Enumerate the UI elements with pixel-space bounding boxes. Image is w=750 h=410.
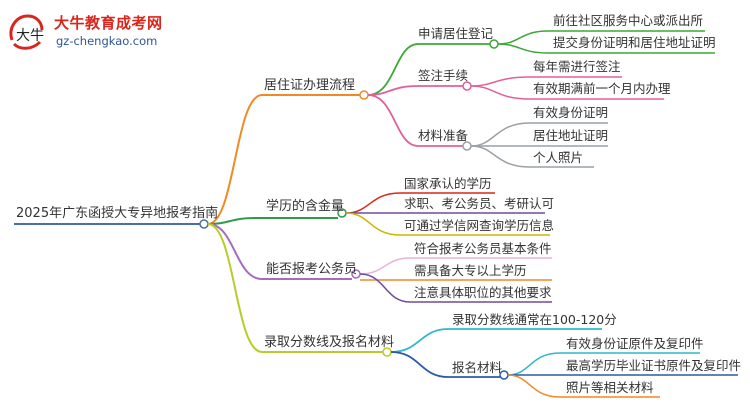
logo-url: gz-chengkao.com [56, 34, 158, 48]
branch-residence-permit: 居住证办理流程 [264, 78, 356, 93]
branch-degree-value: 学历的含金量 [266, 199, 345, 214]
leaf-other-requirements: 注意具体职位的其他要求 [414, 285, 552, 300]
logo-mark-text: 大牛 [16, 28, 44, 44]
leaf-college-degree: 需具备大专以上学历 [414, 263, 527, 278]
leaf-submit-proof: 提交身份证明和居住地址证明 [553, 35, 716, 50]
leaf-basic-conditions: 符合报考公务员基本条件 [414, 241, 552, 256]
node-endorsement: 签注手续 [418, 68, 469, 83]
mindmap-root: 2025年广东函授大专异地报考指南 [16, 206, 219, 221]
leaf-address-proof: 居住地址证明 [533, 128, 609, 143]
node-materials: 材料准备 [418, 128, 469, 143]
site-logo: 大牛 大牛教育成考网 gz-chengkao.com [6, 10, 166, 56]
logo-title: 大牛教育成考网 [54, 14, 163, 32]
node-registration-materials: 报名材料 [452, 360, 503, 375]
leaf-chsi-query: 可通过学信网查询学历信息 [404, 218, 555, 233]
leaf-career-recognized: 求职、考公务员、考研认可 [404, 196, 555, 211]
branch-scores-materials: 录取分数线及报名材料 [264, 335, 395, 350]
node-score-line: 录取分数线通常在100-120分 [452, 312, 617, 327]
leaf-annual-endorsement: 每年需进行签注 [533, 59, 621, 74]
leaf-valid-id: 有效身份证明 [533, 105, 609, 120]
logo-mark-icon: 大牛 [9, 14, 44, 50]
leaf-id-card-copy: 有效身份证原件及复印件 [566, 336, 704, 351]
leaf-state-recognized: 国家承认的学历 [404, 176, 492, 191]
leaf-go-to-service-center: 前往社区服务中心或派出所 [553, 13, 704, 28]
node-apply-registration: 申请居住登记 [418, 26, 494, 41]
branch-civil-service: 能否报考公务员 [266, 262, 358, 277]
leaf-personal-photo: 个人照片 [533, 150, 584, 165]
leaf-photos: 照片等相关材料 [566, 380, 654, 395]
leaf-renew-before-expiry: 有效期满前一个月内办理 [533, 81, 671, 96]
leaf-diploma-copy: 最高学历毕业证书原件及复印件 [566, 358, 742, 373]
